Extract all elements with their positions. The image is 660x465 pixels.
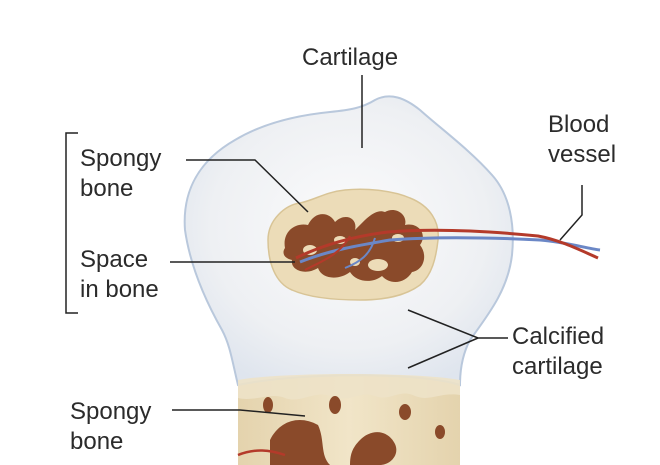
- calcified-cartilage-label-line2: cartilage: [512, 352, 604, 382]
- spongy-bone-lower: [435, 425, 445, 439]
- spongy-bone-bottom-label-line2: bone: [70, 427, 151, 457]
- spongy-bone-top-label-line2: bone: [80, 174, 161, 204]
- calcified-band: [238, 374, 460, 400]
- spongy-bone-bottom-label: Spongy bone: [70, 397, 151, 457]
- spongy-bone-lower: [263, 397, 273, 413]
- blood-vessel-label-line1: Blood: [548, 110, 616, 140]
- spongy-bone-top-label-line1: Spongy: [80, 144, 161, 174]
- bone-space: [368, 259, 388, 271]
- spongy-bone-lower: [329, 396, 341, 414]
- leader-blood-vessel: [560, 185, 582, 240]
- space-in-bone-label-line2: in bone: [80, 275, 159, 305]
- spongy-bone-top-label: Spongy bone: [80, 144, 161, 204]
- label-bracket: [66, 133, 78, 313]
- calcified-cartilage-label: Calcified cartilage: [512, 322, 604, 382]
- calcified-cartilage-label-line1: Calcified: [512, 322, 604, 352]
- cartilage-label-text: Cartilage: [302, 43, 398, 73]
- spongy-bone-bottom-label-line1: Spongy: [70, 397, 151, 427]
- spongy-bone-lower: [399, 404, 411, 420]
- blood-vessel-label: Blood vessel: [548, 110, 616, 170]
- cartilage-label: Cartilage: [302, 43, 398, 73]
- space-in-bone-label: Space in bone: [80, 245, 159, 305]
- blood-vessel-label-line2: vessel: [548, 140, 616, 170]
- space-in-bone-label-line1: Space: [80, 245, 159, 275]
